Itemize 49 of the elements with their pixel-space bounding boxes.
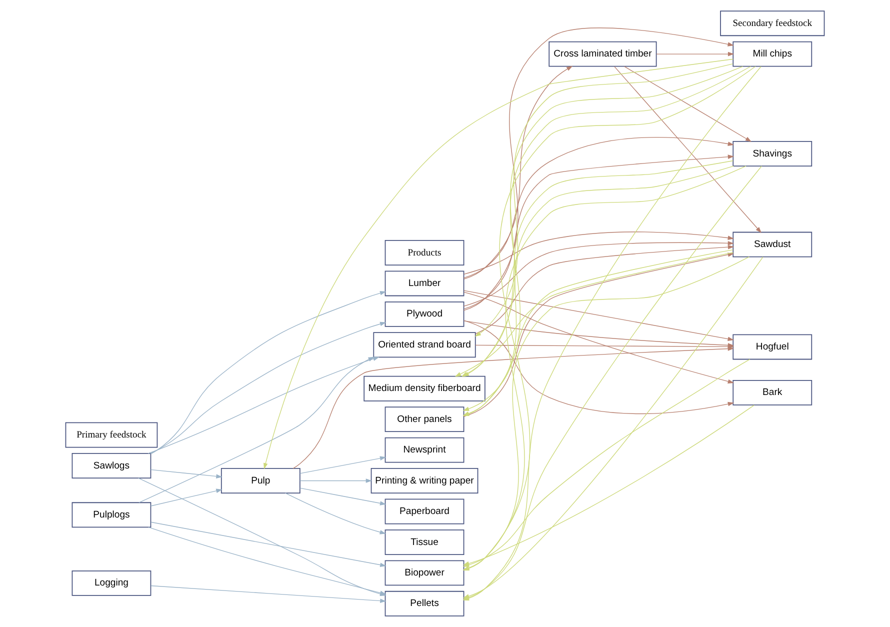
node-box: Shavings — [732, 141, 812, 166]
arrow — [148, 356, 380, 454]
node-box: Primary feedstock — [65, 422, 158, 448]
node-box: Hogfuel — [732, 334, 812, 360]
node-box: Sawdust — [732, 232, 812, 258]
arrow — [614, 66, 762, 234]
node-box: Logging — [72, 570, 152, 596]
node-box: Paperboard — [384, 498, 464, 524]
node-box: Tissue — [384, 529, 464, 555]
node-box: Lumber — [384, 270, 464, 296]
arrow — [285, 492, 386, 534]
arrow — [464, 290, 734, 342]
arrow — [474, 63, 734, 337]
node-box: Bark — [732, 380, 812, 406]
arrow — [150, 488, 222, 506]
node-box: Products — [384, 240, 464, 266]
node-box: Other panels — [384, 406, 464, 432]
arrow — [148, 526, 386, 595]
node-box: Printing & writing paper — [370, 468, 478, 494]
node-box: Newsprint — [384, 437, 464, 463]
arrow — [138, 356, 374, 503]
node-box: Sawlogs — [72, 453, 152, 478]
node-box: Pulplogs — [72, 502, 152, 528]
node-box: Cross laminated timber — [548, 41, 657, 67]
arrow — [463, 28, 734, 311]
node-box: Pellets — [384, 590, 464, 616]
arrow — [464, 241, 734, 307]
arrow — [464, 154, 734, 310]
arrow — [300, 478, 372, 483]
arrow — [300, 456, 386, 474]
arrow — [150, 469, 222, 478]
node-box: Medium density fiberboard — [364, 376, 486, 402]
arrow — [150, 322, 386, 454]
arrow — [150, 291, 386, 454]
arrow — [464, 232, 734, 275]
arrow — [300, 488, 386, 506]
arrow — [464, 136, 734, 278]
arrow — [150, 522, 386, 567]
node-box: Mill chips — [732, 41, 812, 67]
arrow — [464, 66, 573, 280]
node-box: Oriented strand board — [373, 332, 476, 358]
node-box: Biopower — [384, 560, 464, 586]
arrow — [656, 52, 734, 56]
arrow — [624, 66, 752, 142]
arrow — [475, 244, 734, 334]
node-box: Pulp — [220, 468, 300, 494]
node-box: Secondary feedstock — [720, 10, 825, 36]
node-box: Plywood — [384, 301, 464, 327]
arrow — [475, 344, 734, 349]
